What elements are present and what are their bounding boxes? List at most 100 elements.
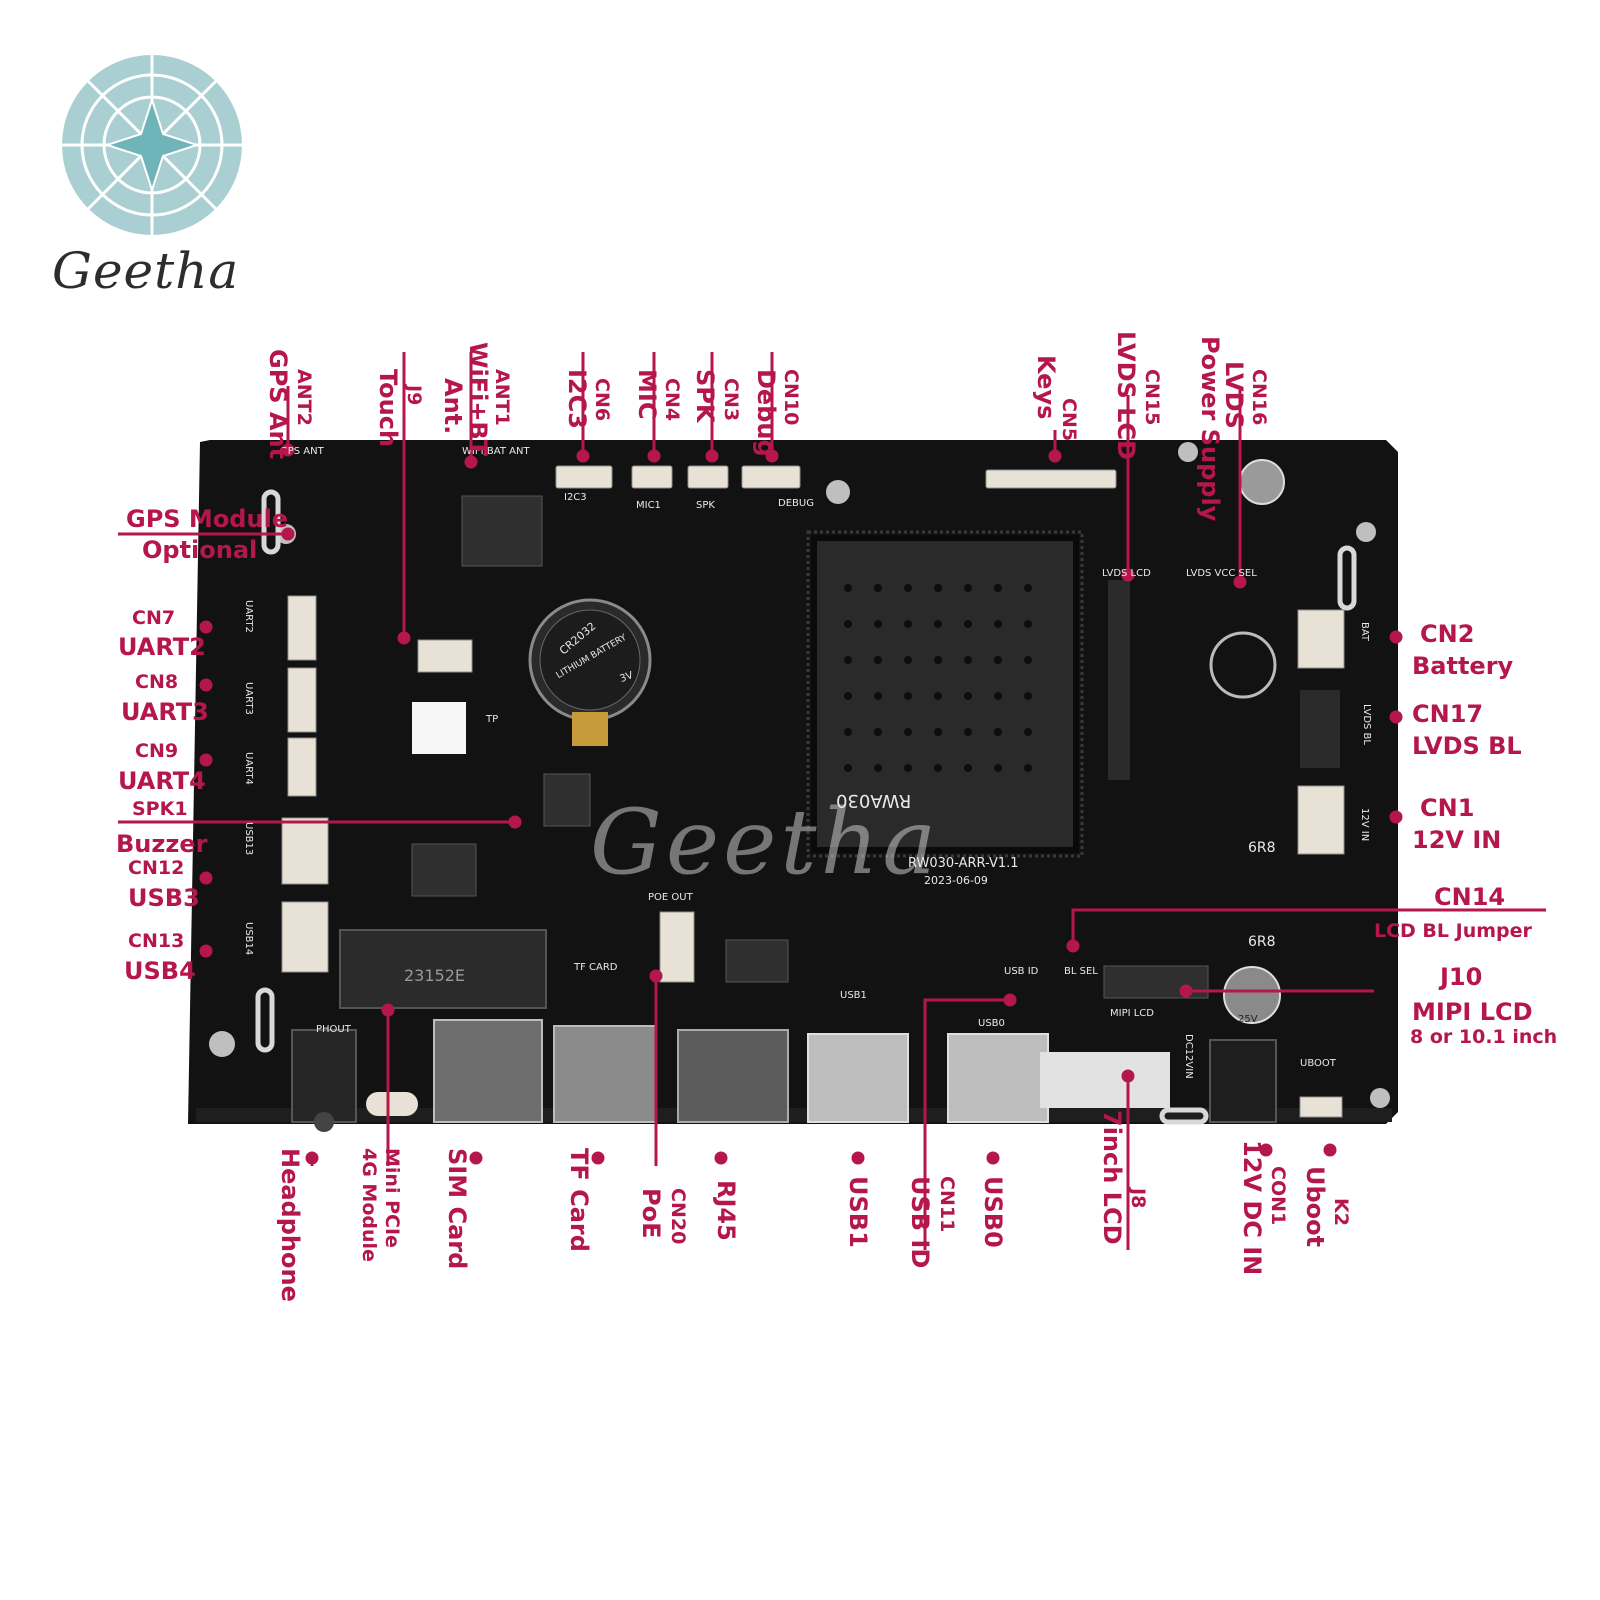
label-ant2: ANT2 (293, 369, 315, 426)
silk-usb14: USB14 (243, 922, 254, 956)
label-cn9: CN9 (135, 740, 179, 762)
label-gps-ant: GPS Ant (264, 349, 292, 460)
label-mipi-size: 8 or 10.1 inch (1410, 1026, 1558, 1048)
brand-logo-icon (62, 55, 242, 235)
silk-lvds-vcc-sel: LVDS VCC SEL (1186, 568, 1257, 579)
label-uboot: Uboot (1301, 1166, 1329, 1248)
label-cn2: CN2 (1420, 620, 1475, 648)
label-j8: J8 (1127, 1188, 1149, 1209)
label-cn11: CN11 (936, 1176, 958, 1233)
minipcie-slot (339, 929, 547, 1009)
label-usb3: USB3 (128, 884, 200, 912)
label-ant: Ant. (439, 378, 467, 435)
silk-debug: DEBUG (778, 498, 814, 509)
label-cn7: CN7 (132, 607, 176, 629)
board-date: 2023-06-09 (924, 874, 988, 887)
brand-name: Geetha (52, 242, 240, 300)
som-module (806, 530, 1084, 858)
label-cn15: CN15 (1141, 369, 1163, 426)
label-battery: Battery (1412, 652, 1514, 680)
silk-i2c3: I2C3 (564, 492, 587, 503)
label-4g-module: 4G Module (358, 1148, 380, 1262)
silk-tf-card: TF CARD (574, 962, 618, 973)
label-buzzer: Buzzer (116, 830, 208, 858)
silk-mic1: MIC1 (636, 500, 661, 511)
label-wifi-bt: WiFi+BT (464, 342, 492, 457)
label-con1: CON1 (1267, 1166, 1289, 1226)
label-cn8: CN8 (135, 671, 179, 693)
silk-lvds-lcd: LVDS LCD (1102, 568, 1151, 579)
silk-minipcie-code: 23152E (404, 966, 466, 985)
silk-uart3: UART3 (243, 682, 254, 715)
watermark: Geetha (590, 790, 941, 895)
silk-12v-in: 12V IN (1359, 808, 1370, 842)
silk-inductor-1: 6R8 (1248, 840, 1276, 856)
label-mini-pcie: Mini PCIe (381, 1148, 403, 1248)
label-spk: SPK (691, 369, 719, 423)
silk-poe-out: POE OUT (648, 892, 693, 903)
label-cn3: CN3 (720, 378, 742, 422)
board-model: RW030-ARR-V1.1 (908, 856, 1019, 871)
silk-dc12vin: DC12VIN (1183, 1034, 1194, 1079)
som-part-number: RWA030 (836, 790, 912, 811)
lvds-headers (1108, 580, 1340, 780)
label-7inch-lcd: 7inch LCD (1098, 1110, 1126, 1245)
label-j10: J10 (1440, 963, 1483, 991)
label-spk1: SPK1 (132, 798, 188, 820)
label-cn16: CN16 (1248, 369, 1270, 426)
label-j9: J9 (403, 385, 425, 406)
label-usb1: USB1 (844, 1176, 872, 1248)
silk-uart4: UART4 (243, 752, 254, 785)
label-12v-in: 12V IN (1412, 826, 1502, 854)
label-uart2: UART2 (118, 633, 206, 661)
label-mic: MIC (633, 369, 661, 420)
label-headphone: Headphone (276, 1148, 304, 1302)
label-keys: Keys (1032, 355, 1060, 420)
silk-phout: PHOUT (316, 1024, 351, 1035)
silk-spk: SPK (696, 500, 715, 511)
label-cn12: CN12 (128, 857, 185, 879)
label-cn4: CN4 (661, 378, 683, 422)
label-lvds: LVDS (1220, 361, 1248, 429)
label-cn13: CN13 (128, 930, 185, 952)
label-poe: PoE (637, 1188, 665, 1239)
label-cn6: CN6 (591, 378, 613, 422)
silk-bat: BAT (1359, 622, 1370, 642)
silk-gps-ant: GPS ANT (280, 446, 324, 457)
label-lvds-bl: LVDS BL (1412, 732, 1522, 760)
label-lcd-bl-jumper: LCD BL Jumper (1374, 920, 1532, 942)
jst-connectors (281, 465, 1345, 1118)
silk-inductor-2: 6R8 (1248, 934, 1276, 950)
label-power-supply: Power Supply (1196, 336, 1224, 522)
capacitors (1209, 459, 1285, 1024)
label-uart4: UART4 (118, 767, 206, 795)
label-i2c3: I2C3 (563, 369, 591, 429)
label-sim-card: SIM Card (443, 1148, 471, 1270)
label-usb4: USB4 (124, 957, 196, 985)
silk-cap: 25V (1238, 1014, 1258, 1025)
leader-lines (118, 352, 1546, 1250)
label-cn1: CN1 (1420, 794, 1475, 822)
label-touch: Touch (374, 369, 402, 448)
label-rj45: RJ45 (712, 1180, 740, 1241)
label-mipi-lcd: MIPI LCD (1412, 998, 1533, 1026)
ic-chips (411, 495, 1209, 999)
silk-uboot: UBOOT (1300, 1058, 1336, 1069)
label-cn10: CN10 (780, 369, 802, 426)
label-gps-optional: Optional (142, 536, 258, 564)
bottom-ports (291, 1019, 1277, 1132)
label-cn5: CN5 (1058, 398, 1080, 442)
silk-usb13: USB13 (243, 822, 254, 856)
label-debug: Debug (752, 369, 780, 457)
label-tf-card: TF Card (565, 1148, 593, 1252)
silk-uart2: UART2 (243, 600, 254, 633)
silk-bl-sel: BL SEL (1064, 966, 1098, 977)
label-cn14: CN14 (1434, 883, 1506, 911)
label-uart3: UART3 (121, 698, 209, 726)
label-ant1: ANT1 (491, 369, 513, 426)
label-12v-dc-in: 12V DC IN (1238, 1140, 1266, 1276)
label-gps-module: GPS Module (126, 505, 289, 533)
label-lvds-lcd: LVDS LCD (1112, 331, 1140, 460)
silk-tp: TP (486, 714, 499, 725)
